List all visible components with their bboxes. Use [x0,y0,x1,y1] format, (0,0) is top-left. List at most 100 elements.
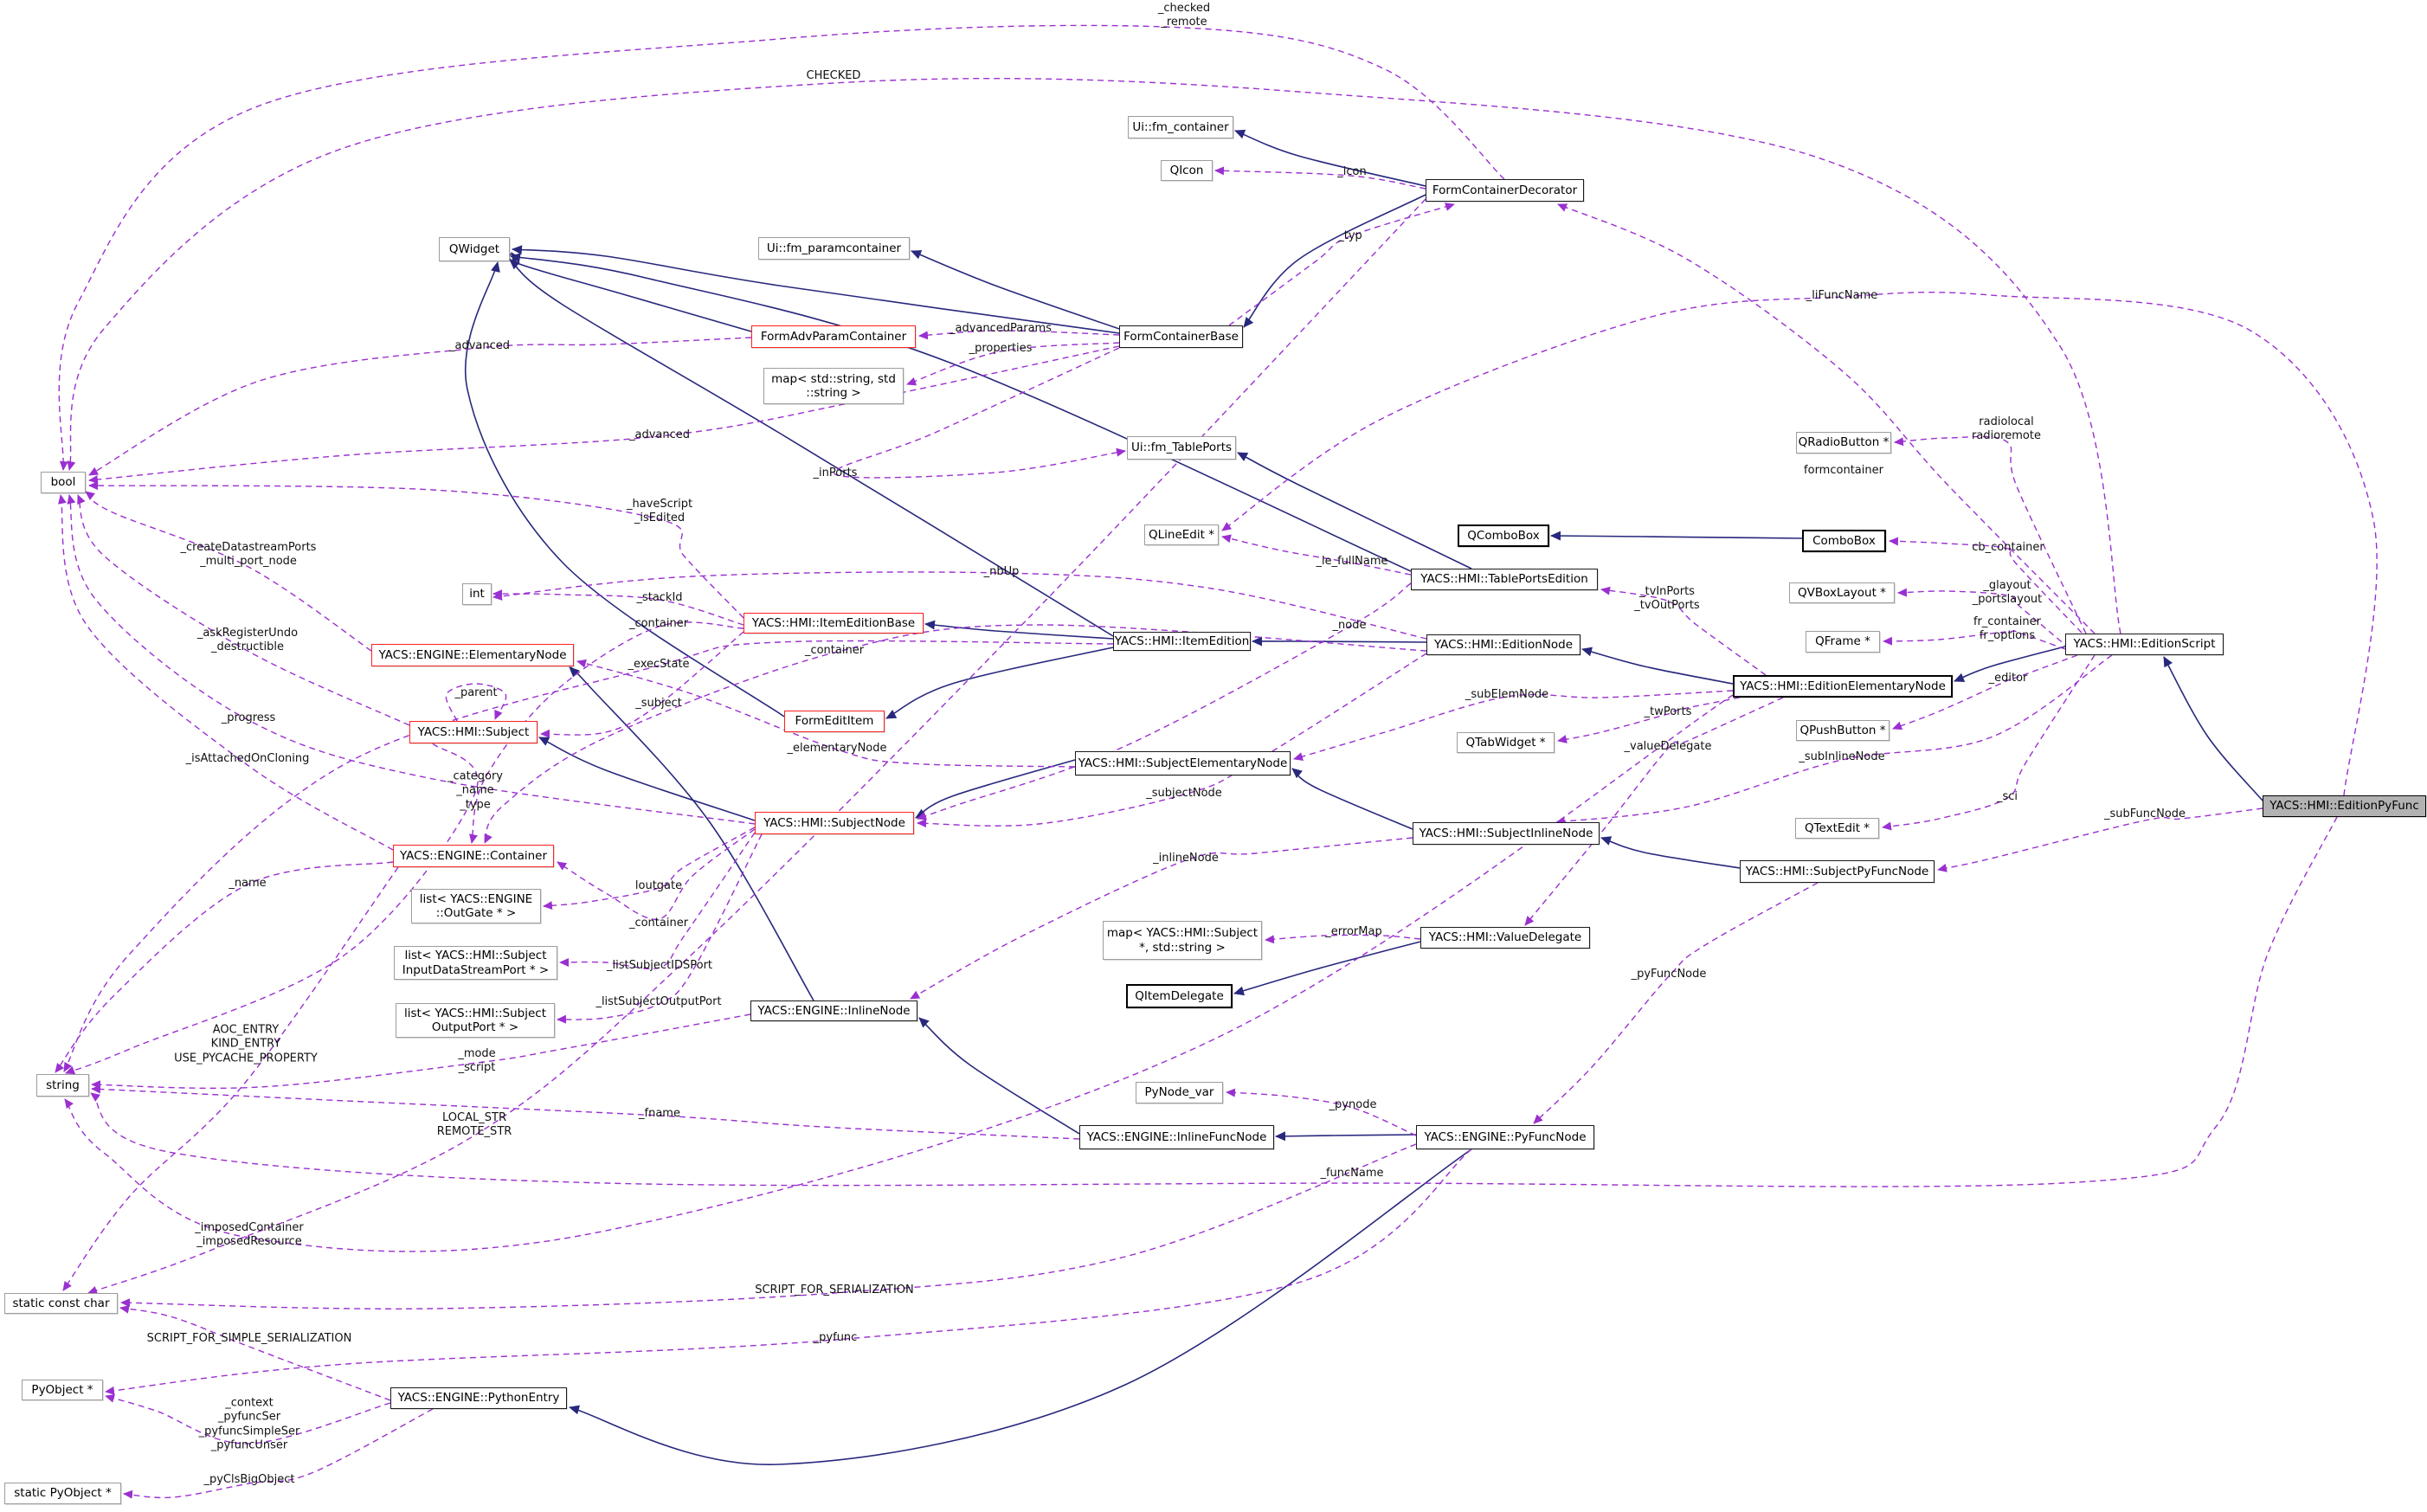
edge-label-edition_script-to-fcd: formcontainer [1804,463,1883,477]
class-node-combobox[interactable]: ComboBox [1802,530,1886,552]
class-node-pynode_var[interactable]: PyNode_var [1136,1082,1223,1103]
edge-edition_script-to-qvboxlayout [1897,588,2078,656]
edge-label-fcb-to-map_str: _properties [969,341,1033,355]
class-node-qradiobutton[interactable]: QRadioButton * [1796,432,1891,454]
edge-edition_pyfunc-to-qlineedit [1221,291,2378,796]
class-node-qicon[interactable]: QIcon [1161,160,1213,181]
class-node-tpe[interactable]: YACS::HMI::TablePortsEdition [1411,569,1598,590]
edge-label-edition_script-to-qframe: fr_container fr_options [1973,614,2042,642]
edge-item_edition_base-to-subject [540,631,744,738]
class-node-subject_node[interactable]: YACS::HMI::SubjectNode [755,812,914,834]
edge-label-subject-to-bool: _askRegisterUndo _destructible [196,626,299,653]
class-node-een[interactable]: YACS::HMI::EditionElementaryNode [1733,675,1953,698]
class-node-qvboxlayout[interactable]: QVBoxLayout * [1789,582,1895,603]
edge-label-fcb-to-fcd: _typ [1338,228,1362,242]
edge-fcb-to-map_str [906,342,1120,386]
class-node-pyfunc_node[interactable]: YACS::ENGINE::PyFuncNode [1416,1125,1594,1149]
class-node-fcd[interactable]: FormContainerDecorator [1426,179,1584,202]
edge-sin-to-sen [1291,768,1413,830]
class-node-bool[interactable]: bool [41,472,86,493]
edge-label-inline_func_node-to-string: _fname [639,1106,680,1120]
edge-edition_script-to-qradiobutton [1894,435,2087,634]
class-node-pyobject[interactable]: PyObject * [22,1380,103,1400]
class-node-string[interactable]: string [36,1074,89,1097]
class-node-inline_node[interactable]: YACS::ENGINE::InlineNode [750,1000,917,1021]
edge-een-to-qtabwidget [1557,697,1741,743]
edge-label-tpe-to-subject_node: _node [1332,618,1367,632]
edge-label-pyfunc_node-to-static_const_char: SCRIPT_FOR_SERIALIZATION [755,1283,914,1296]
class-node-form_edit_item[interactable]: FormEditItem [784,711,885,732]
class-node-list_outport[interactable]: list< YACS::HMI::Subject OutputPort * > [396,1003,555,1038]
class-node-python_entry[interactable]: YACS::ENGINE::PythonEntry [390,1387,567,1409]
edge-value_delegate-to-map_subject [1265,934,1421,944]
class-node-qitemdelegate[interactable]: QItemDelegate [1126,984,1233,1008]
edge-label-container-to-static_const_char: AOC_ENTRY KIND_ENTRY USE_PYCACHE_PROPERT… [174,1023,318,1065]
edge-pyfunc_node-to-pyobject [105,1148,1472,1395]
edge-sen-to-elementary_node [576,659,1076,768]
edge-fcd-to-static_const_char [87,198,1426,1295]
class-node-map_subject[interactable]: map< YACS::HMI::Subject *, std::string > [1103,921,1262,960]
class-node-edition_pyfunc[interactable]: YACS::HMI::EditionPyFunc [2263,795,2426,817]
edge-label-edition_pyfunc-to-qlineedit: _liFuncName [1806,288,1878,302]
edge-container-to-bool [58,494,394,851]
edge-pyfunc_node-to-pynode_var [1226,1088,1417,1136]
class-node-ui_fm_paramcontainer[interactable]: Ui::fm_paramcontainer [758,237,910,260]
class-node-form_adv[interactable]: FormAdvParamContainer [751,325,916,348]
class-node-sin[interactable]: YACS::HMI::SubjectInlineNode [1413,822,1600,845]
edge-label-een-to-qtabwidget: _twPorts [1644,705,1692,718]
edge-edition_script-to-qpushbutton [1892,654,2078,730]
edge-edition_script-to-bool [67,77,2121,634]
edge-label-container-to-bool: _isAttachedOnCloning [185,751,310,765]
edge-form_edit_item-to-qwidget [464,261,785,717]
class-node-static_const_char[interactable]: static const char [4,1293,118,1314]
edge-label-sen-to-elementary_node: _elementaryNode [787,741,887,755]
edge-item_edition-to-qwidget [509,259,1114,637]
edge-label-edition_pyfunc-to-string: _funcName [1320,1166,1384,1180]
edge-label-item_edition_base-to-int: _stackId [636,590,683,604]
edge-item_edition-to-item_edition_base [924,620,1114,640]
class-node-value_delegate[interactable]: YACS::HMI::ValueDelegate [1420,927,1590,949]
edge-label-fcd-to-bool: _checked _remote [1157,1,1211,29]
edge-label-container-to-string: _name [229,876,267,890]
class-node-qframe[interactable]: QFrame * [1806,631,1880,653]
class-node-ui_fm_tableports[interactable]: Ui::fm_TablePorts [1127,436,1236,460]
class-node-qpushbutton[interactable]: QPushButton * [1796,720,1889,741]
class-node-map_str[interactable]: map< std::string, std ::string > [763,368,904,404]
class-node-edition_script[interactable]: YACS::HMI::EditionScript [2065,634,2224,655]
class-node-list_outgate[interactable]: list< YACS::ENGINE ::OutGate * > [411,889,541,923]
edge-label-edition_pyfunc-to-spfn: _subFuncNode [2103,807,2186,820]
class-node-qcombobox[interactable]: QComboBox [1458,524,1549,547]
edge-elementary_node-to-bool [85,491,372,652]
class-node-container[interactable]: YACS::ENGINE::Container [393,845,554,867]
class-node-int[interactable]: int [462,583,492,605]
edge-fcb-to-form_adv [918,330,1120,340]
edge-label-elementary_node-to-bool: _createDatastreamPorts _multi_port_node [180,540,317,568]
edge-label-edition_script-to-bool: CHECKED [806,68,861,82]
class-node-subject[interactable]: YACS::HMI::Subject [409,721,538,743]
class-node-spfn[interactable]: YACS::HMI::SubjectPyFuncNode [1740,860,1935,883]
class-node-edition_node[interactable]: YACS::HMI::EditionNode [1426,634,1580,655]
class-node-fcb[interactable]: FormContainerBase [1119,325,1243,348]
class-node-qtabwidget[interactable]: QTabWidget * [1457,732,1555,753]
class-node-elementary_node[interactable]: YACS::ENGINE::ElementaryNode [371,644,574,666]
edge-label-edition_script-to-qvboxlayout: _glayout _portslayout [1972,578,2043,606]
class-node-qwidget[interactable]: QWidget [439,237,510,261]
edge-subject_node-to-bool [67,494,756,825]
edge-label-edition_script-to-qtextedit: _sci [1996,789,2018,803]
class-node-sen[interactable]: YACS::HMI::SubjectElementaryNode [1075,751,1291,775]
class-node-ui_fm_container[interactable]: Ui::fm_container [1128,116,1233,138]
class-node-list_idsport[interactable]: list< YACS::HMI::Subject InputDataStream… [394,946,557,980]
edge-label-subject_node-to-list_idsport: _listSubjectIDSPort [606,958,713,972]
edge-label-edition_script-to-qradiobutton: radiolocal radioremote [1972,415,2041,442]
class-node-static_pyobject[interactable]: static PyObject * [4,1483,121,1504]
edge-inline_func_node-to-string [91,1084,1080,1140]
edge-fcb-to-bool [88,345,1120,485]
edge-label-edition_node-to-container: _container [804,643,865,657]
class-node-item_edition[interactable]: YACS::HMI::ItemEdition [1113,632,1251,651]
class-node-qlineedit[interactable]: QLineEdit * [1144,524,1219,545]
edge-fcd-to-bool [58,24,1505,471]
class-node-item_edition_base[interactable]: YACS::HMI::ItemEditionBase [744,613,924,634]
class-node-inline_func_node[interactable]: YACS::ENGINE::InlineFuncNode [1079,1125,1274,1149]
edge-tpe-to-ui_fm_tableports [1237,452,1472,569]
class-node-qtextedit[interactable]: QTextEdit * [1795,818,1879,839]
